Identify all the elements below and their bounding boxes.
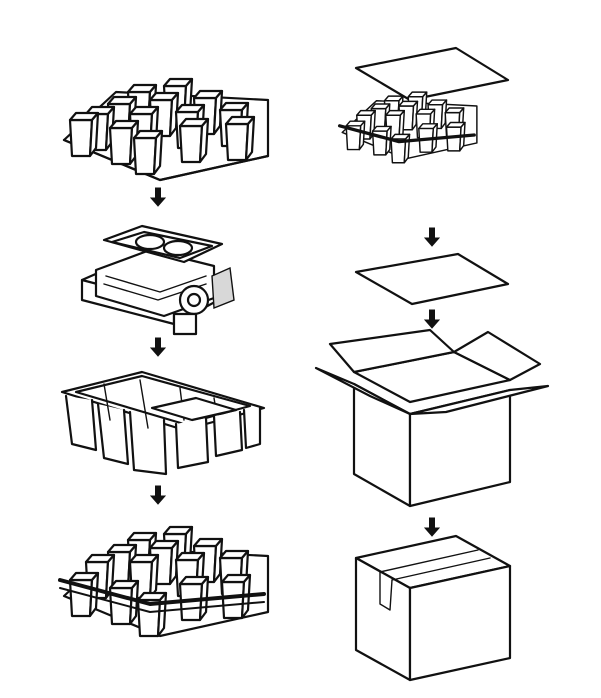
sealed-box-icon <box>354 534 512 682</box>
cardboard-sheet-icon <box>354 46 510 102</box>
arrow-icon <box>150 337 166 357</box>
strapped-tray-icon <box>337 91 478 164</box>
arrow-icon <box>424 309 440 329</box>
filled-tray-icon <box>62 77 270 182</box>
open-box-icon <box>314 328 550 508</box>
arrow-icon <box>150 187 166 207</box>
machine-icon <box>80 224 235 336</box>
cardboard-sheet-icon <box>354 252 510 306</box>
strapped-tray-icon <box>58 525 270 638</box>
arrow-icon <box>150 485 166 505</box>
arrow-icon <box>424 517 440 537</box>
arrow-icon <box>424 227 440 247</box>
empty-tray-icon <box>60 370 266 476</box>
